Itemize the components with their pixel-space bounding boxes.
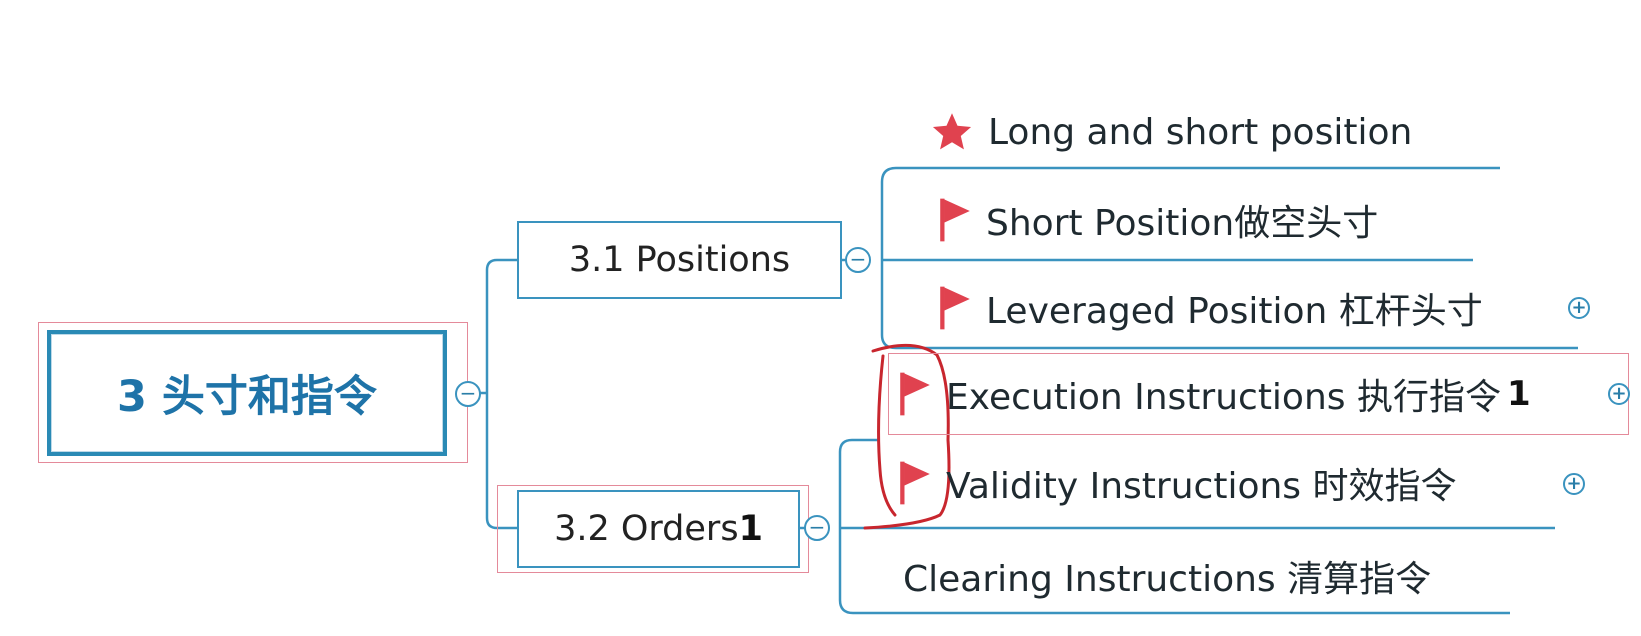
branch-positions[interactable]: 3.1 Positions <box>517 221 842 299</box>
flag-icon <box>900 461 930 505</box>
execution-expand-icon[interactable]: + <box>1608 383 1630 405</box>
leaf-leveraged-position[interactable]: Leveraged Position 杠杆头寸 <box>938 280 1483 336</box>
validity-expand-icon[interactable]: + <box>1563 473 1585 495</box>
orders-collapse-icon[interactable]: − <box>804 515 830 541</box>
orders-badge: 1 <box>738 509 763 549</box>
leaf-validity-instructions[interactable]: Validity Instructions 时效指令 <box>898 454 1457 512</box>
leaf-label: Validity Instructions 时效指令 <box>946 466 1457 507</box>
leaf-execution-instructions[interactable]: Execution Instructions 执行指令 1 <box>898 365 1531 423</box>
root-topic[interactable]: 3 头寸和指令 <box>47 330 447 456</box>
root-collapse-icon[interactable]: − <box>455 381 481 407</box>
leaf-clearing-instructions[interactable]: Clearing Instructions 清算指令 <box>903 548 1431 604</box>
flag-icon <box>940 198 970 242</box>
positions-collapse-icon[interactable]: − <box>845 247 871 273</box>
branch-orders-label: 3.2 Orders <box>554 509 739 549</box>
leaf-long-short-position[interactable]: Long and short position <box>930 104 1412 160</box>
star-icon <box>932 113 972 150</box>
execution-badge: 1 <box>1506 374 1531 414</box>
leaf-short-position[interactable]: Short Position做空头寸 <box>938 192 1378 248</box>
branch-positions-label: 3.1 Positions <box>568 240 791 280</box>
leaf-label: Long and short position <box>988 111 1413 153</box>
leaf-label: Leveraged Position 杠杆头寸 <box>986 291 1483 332</box>
leaf-label: Execution Instructions 执行指令 <box>946 377 1501 418</box>
leaf-label: Short Position做空头寸 <box>986 203 1379 244</box>
leaf-label: Clearing Instructions 清算指令 <box>903 559 1432 600</box>
root-topic-label: 3 头寸和指令 <box>117 372 377 422</box>
flag-icon <box>900 372 930 416</box>
leveraged-expand-icon[interactable]: + <box>1568 297 1590 319</box>
flag-icon <box>940 286 970 330</box>
